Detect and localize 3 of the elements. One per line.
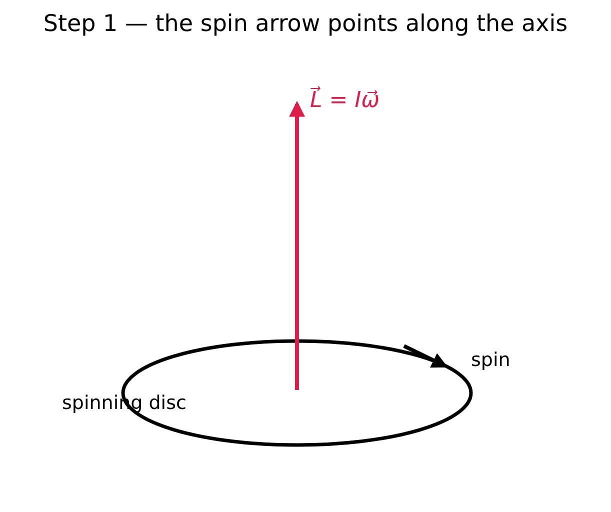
title: Step 1 — the spin arrow points along the axis: [42, 11, 569, 38]
spin-label: spin: [471, 350, 510, 372]
vector-formula: L⃗ = Iω⃗: [310, 88, 380, 114]
